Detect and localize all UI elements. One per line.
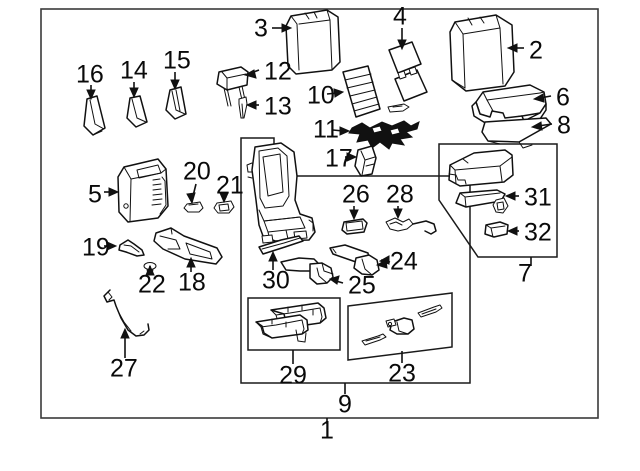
callout-22: 22 (138, 271, 166, 299)
callout-31: 31 (524, 184, 552, 212)
part-10-seat-back-heater-element (342, 65, 381, 118)
callout-27: 27 (110, 355, 138, 383)
sub-box-23 (347, 292, 453, 363)
callout-15: 15 (163, 47, 191, 75)
part-16-seat-side-shield-cover (83, 95, 106, 136)
callout-24: 24 (390, 248, 418, 276)
seat-frame-assembly (246, 142, 316, 244)
part-26-switch-bezel (341, 218, 368, 235)
part-13-head-restraint-guide (238, 96, 248, 119)
callout-23: 23 (388, 360, 416, 388)
part-29-seat-track-rails (255, 302, 327, 343)
callout-16: 16 (76, 61, 104, 89)
callout-19: 19 (82, 234, 110, 262)
callout-3: 3 (254, 15, 268, 43)
callout-2: 2 (529, 37, 543, 65)
callout-18: 18 (178, 269, 206, 297)
callout-20: 20 (183, 158, 211, 186)
callout-8: 8 (557, 112, 571, 140)
part-24-adjuster-drive-shaft (329, 244, 380, 276)
part-5-seat-back-frame (117, 158, 169, 223)
callout-25: 25 (348, 272, 376, 300)
callout-29: 29 (279, 362, 307, 390)
part-11-seat-wiring-harness (348, 120, 420, 150)
callout-21: 21 (216, 172, 244, 200)
callout-17: 17 (325, 145, 353, 173)
part-21-trim-clip-b (213, 200, 235, 214)
part-28-sensor-and-lead (385, 217, 437, 235)
callout-5: 5 (88, 181, 102, 209)
callout-11: 11 (313, 116, 339, 144)
part-8-seat-cushion-cover-flap (481, 117, 552, 149)
callout-numbers: 1 2 3 4 5 6 7 8 9 10 11 12 13 14 15 16 1… (76, 3, 571, 445)
callout-9: 9 (338, 391, 352, 419)
part-15-seat-side-shield-panel (165, 86, 187, 120)
callout-6: 6 (556, 84, 570, 112)
outer-frame-1 (40, 8, 599, 419)
part-23-actuator-motor-kit (361, 304, 443, 346)
callout-32: 32 (524, 219, 552, 247)
part-19-recliner-lever-handle (118, 239, 145, 257)
part-31-cushion-frame-panel (455, 189, 509, 214)
small-clip-near-10 (387, 103, 410, 113)
part-17-recliner-handle-cover (354, 145, 377, 177)
part-30-track-link-rod (258, 235, 304, 255)
part-20-trim-clip-a (183, 201, 204, 213)
callout-28: 28 (386, 181, 414, 209)
sub-box-29 (247, 297, 341, 364)
callout-26: 26 (342, 181, 370, 209)
callout-7: 7 (518, 260, 532, 288)
part-27-seat-cable-assembly (103, 289, 150, 337)
part-14-seat-side-shield-trim (126, 95, 148, 128)
group-box-7 (438, 143, 558, 266)
callout-12: 12 (264, 58, 292, 86)
callout-14: 14 (120, 57, 148, 85)
callout-1: 1 (320, 417, 334, 445)
callout-4: 4 (393, 3, 407, 31)
part-25-adjuster-gear-motor (280, 257, 334, 285)
part-2-seat-back-cushion-cover (449, 14, 515, 92)
part-3-seat-back-trim-panel (285, 9, 341, 75)
part-12-head-restraint (216, 66, 249, 107)
leader-lines (86, 23, 553, 424)
part-32-cushion-frame-block (484, 221, 509, 238)
callout-10: 10 (307, 82, 335, 110)
cushion-sub-assembly-top (448, 149, 514, 187)
part-18-seat-adjuster-side-trim (153, 227, 223, 265)
callout-13: 13 (264, 93, 292, 121)
callout-30: 30 (262, 267, 290, 295)
